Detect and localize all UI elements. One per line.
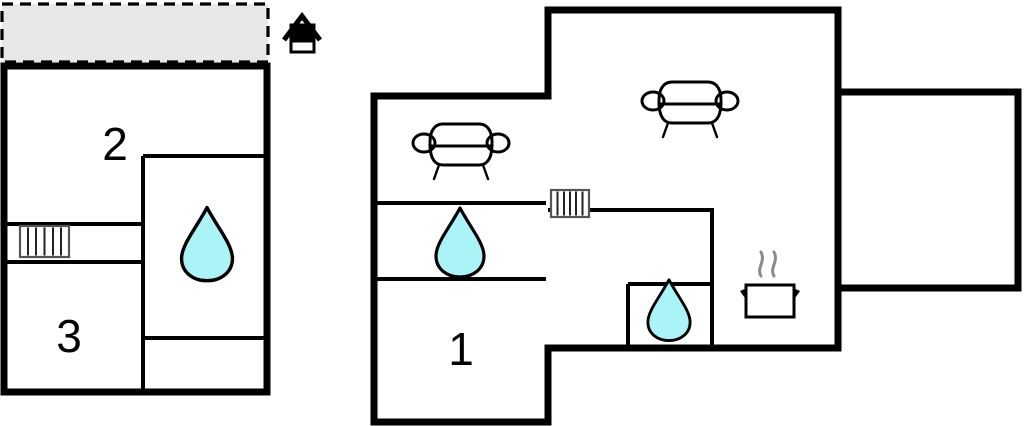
house-icon	[282, 11, 322, 54]
cooking-pot-icon	[740, 250, 800, 319]
ground-floor-outer-wall	[370, 6, 842, 426]
sofa-icon	[640, 80, 740, 139]
annex-outer-wall	[838, 88, 1022, 292]
radiator-icon	[18, 224, 71, 259]
upper-floor-plan: 2 3	[0, 2, 271, 396]
terrace-area	[0, 2, 270, 64]
room-label-1: 1	[448, 323, 474, 375]
sofa-icon	[411, 122, 511, 181]
room-label-2: 2	[102, 118, 128, 170]
room-label-3: 3	[56, 310, 82, 362]
water-drop-icon	[646, 278, 692, 342]
ground-center-room-walls	[548, 208, 714, 346]
upper-floor-outer-wall	[0, 62, 271, 396]
radiator-icon	[549, 188, 591, 219]
water-drop-icon	[434, 206, 486, 279]
water-drop-icon	[179, 205, 235, 283]
ground-floor-plan: 1	[370, 6, 1022, 426]
